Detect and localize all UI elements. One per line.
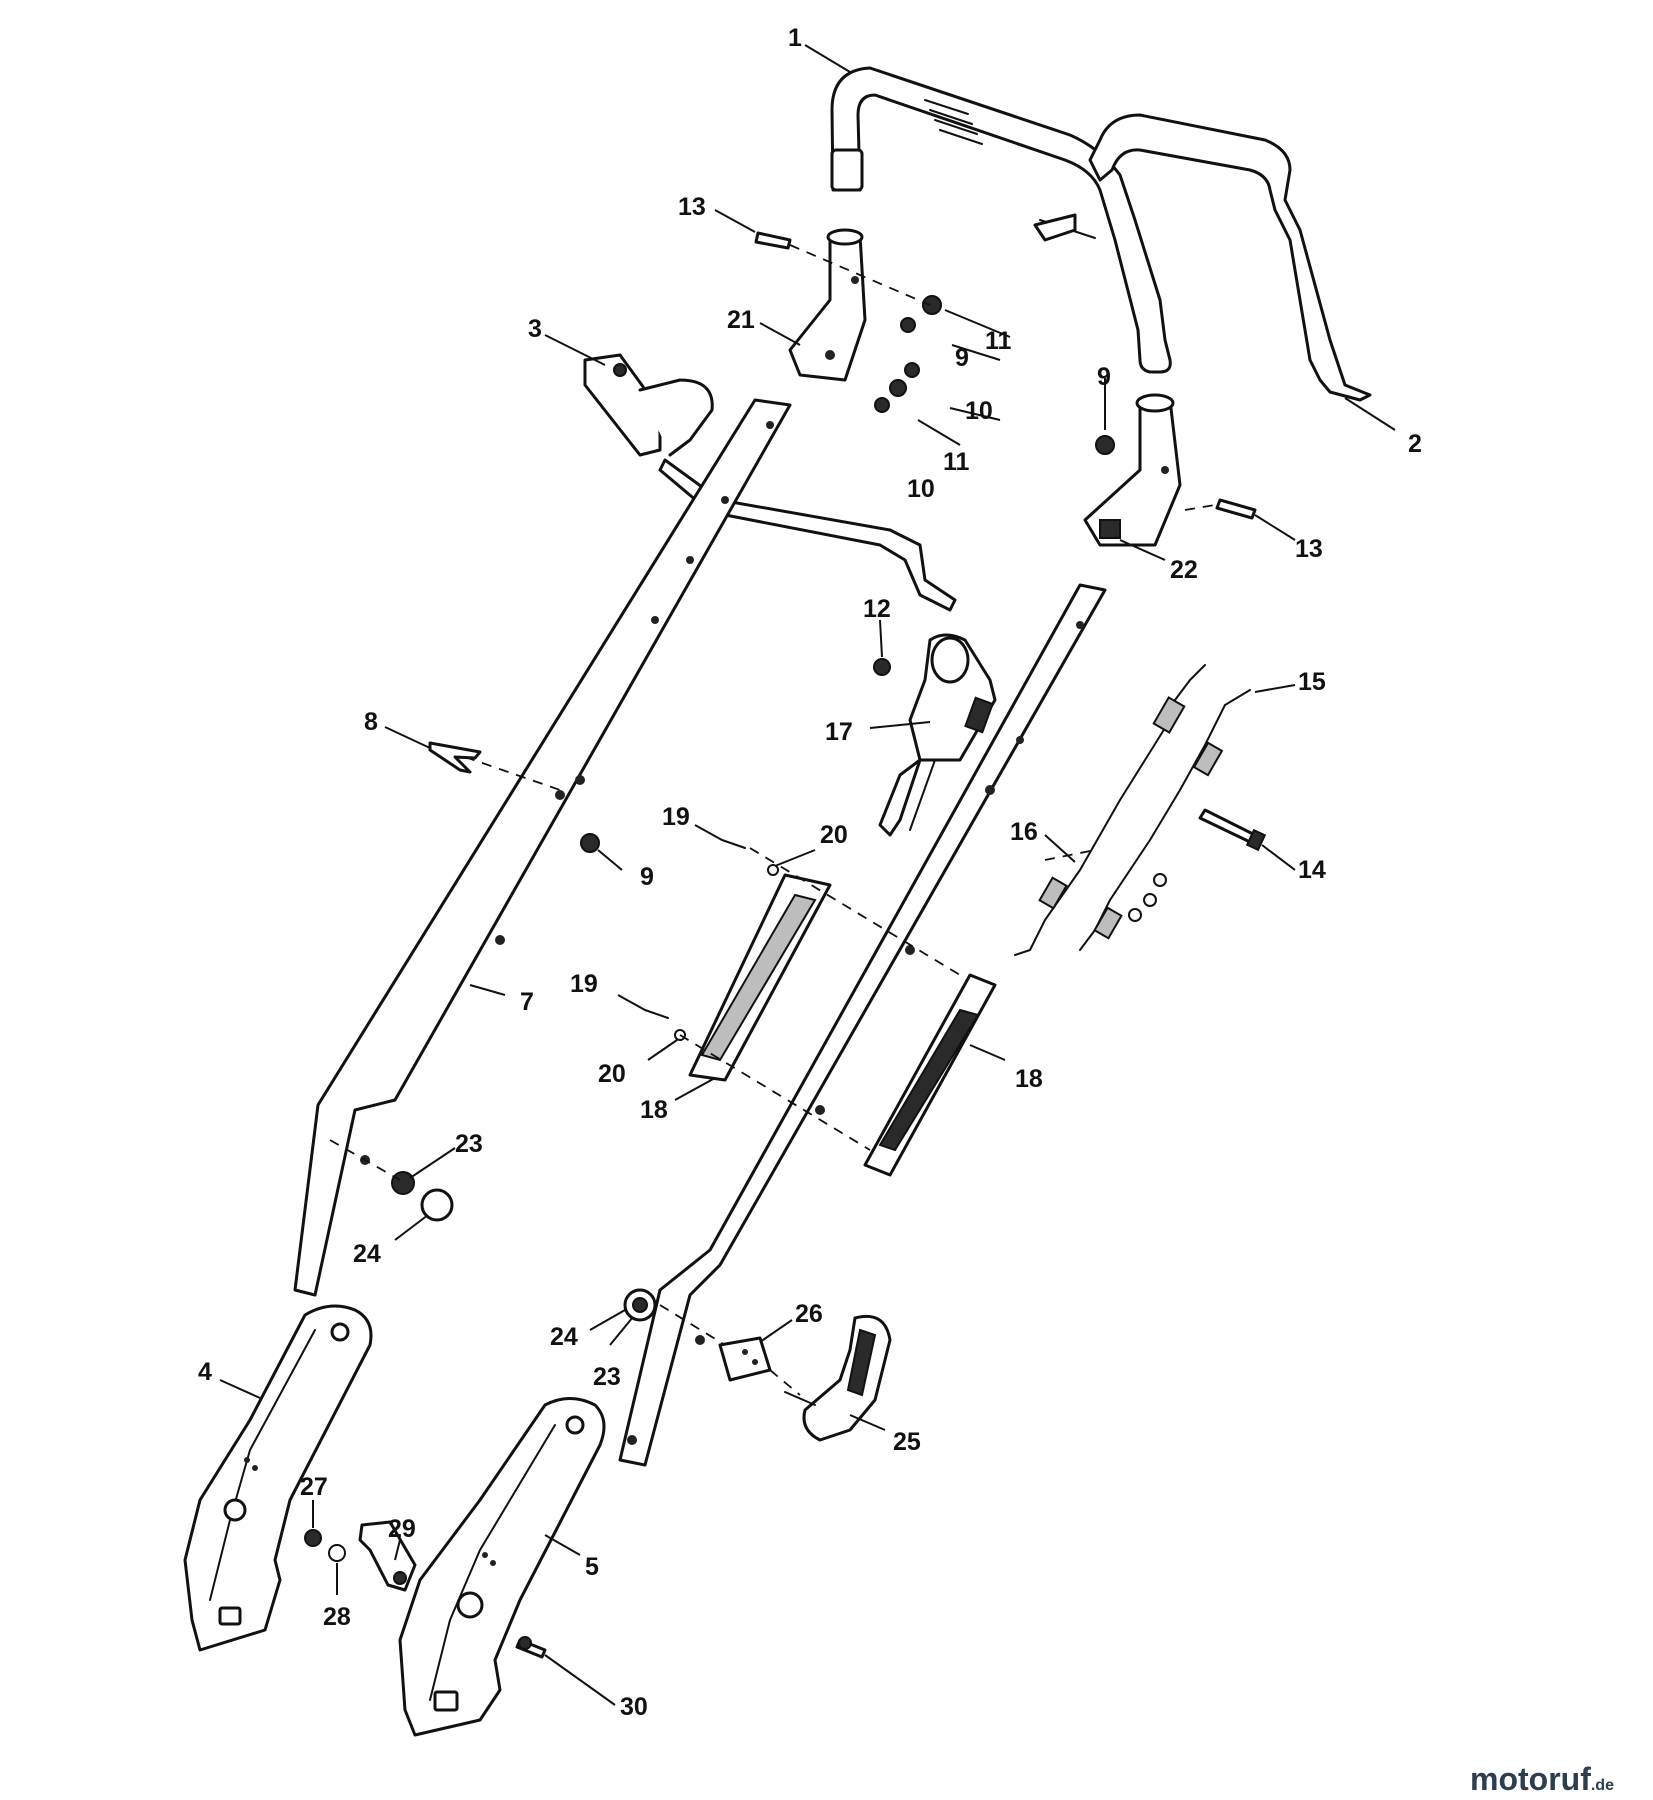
callout-30: 30: [620, 1693, 648, 1721]
callout-13a: 13: [678, 193, 706, 221]
callout-15: 15: [1298, 668, 1326, 696]
lower-tube-left: [293, 398, 792, 1297]
callout-20b: 20: [598, 1060, 626, 1088]
callout-14: 14: [1298, 856, 1326, 884]
callout-10a: 10: [965, 397, 993, 425]
callout-13b: 13: [1295, 535, 1323, 563]
bolt-14: [1198, 808, 1267, 852]
screw-30: [515, 1636, 547, 1659]
callout-9a: 9: [1097, 363, 1111, 391]
svg-text:motoruf.de: motoruf.de: [1470, 1761, 1614, 1797]
lower-clamp-right: [1083, 393, 1182, 547]
callout-24b: 24: [550, 1323, 578, 1351]
callout-23b: 23: [593, 1363, 621, 1391]
throttle-control: [878, 633, 997, 837]
side-frame-right: [398, 1397, 606, 1737]
fasteners: [304, 295, 1115, 1562]
callout-19b: 19: [570, 970, 598, 998]
callout-28: 28: [323, 1603, 351, 1631]
callout-2: 2: [1408, 430, 1422, 458]
callout-11a: 11: [985, 327, 1012, 355]
lower-tube-right: [618, 583, 1107, 1467]
knob-26: [718, 1336, 772, 1382]
cable-guide-left: [688, 873, 832, 1082]
callout-21: 21: [727, 306, 755, 334]
callout-8: 8: [364, 708, 378, 736]
callout-7: 7: [520, 988, 534, 1016]
callout-4: 4: [198, 1358, 212, 1386]
cables: [1014, 664, 1251, 956]
bracket-29: [358, 1520, 417, 1592]
callout-9b: 9: [640, 863, 654, 891]
callout-25: 25: [893, 1428, 921, 1456]
upper-clamp-left: [788, 228, 867, 382]
callout-26: 26: [795, 1300, 823, 1328]
callout-5: 5: [585, 1553, 599, 1581]
callout-10b: 10: [907, 475, 935, 503]
cable-lever-bracket: [583, 353, 957, 612]
callout-16: 16: [1010, 818, 1038, 846]
callout-20a: 20: [820, 821, 848, 849]
callout-1: 1: [788, 24, 802, 52]
bolt-13-top: [754, 231, 792, 250]
assembly-lines: [329, 244, 1216, 1396]
callout-17: 17: [825, 718, 853, 746]
callout-18a: 18: [1015, 1065, 1043, 1093]
handle-knob-25: [784, 1314, 892, 1442]
upper-handle-bar: [830, 66, 1172, 374]
callout-29: 29: [388, 1515, 416, 1543]
callout-18b: 18: [640, 1096, 668, 1124]
callout-11b: 11: [943, 448, 970, 476]
clip-8: [428, 741, 482, 774]
callout-labels: 1 2 3 4 5 7 8 9 9 9 10 10 11 11 12 13 13…: [198, 24, 1422, 1721]
callout-3: 3: [528, 315, 542, 343]
callout-22: 22: [1170, 556, 1198, 584]
bolt-13-right: [1215, 498, 1257, 520]
callout-19a: 19: [662, 803, 690, 831]
callout-23a: 23: [455, 1130, 483, 1158]
cable-cover-right: [863, 973, 997, 1177]
watermark-suffix: .de: [1591, 1777, 1614, 1794]
bail-lever: [1033, 113, 1372, 402]
side-frame-left: [183, 1304, 373, 1652]
callout-27: 27: [300, 1473, 328, 1501]
callout-9c: 9: [955, 344, 969, 372]
watermark-brand: motoruf: [1470, 1761, 1591, 1797]
leader-lines: [219, 44, 1396, 1706]
callout-12: 12: [863, 595, 891, 623]
watermark-logo: motoruf.de: [1470, 1761, 1614, 1797]
callout-24a: 24: [353, 1240, 381, 1268]
